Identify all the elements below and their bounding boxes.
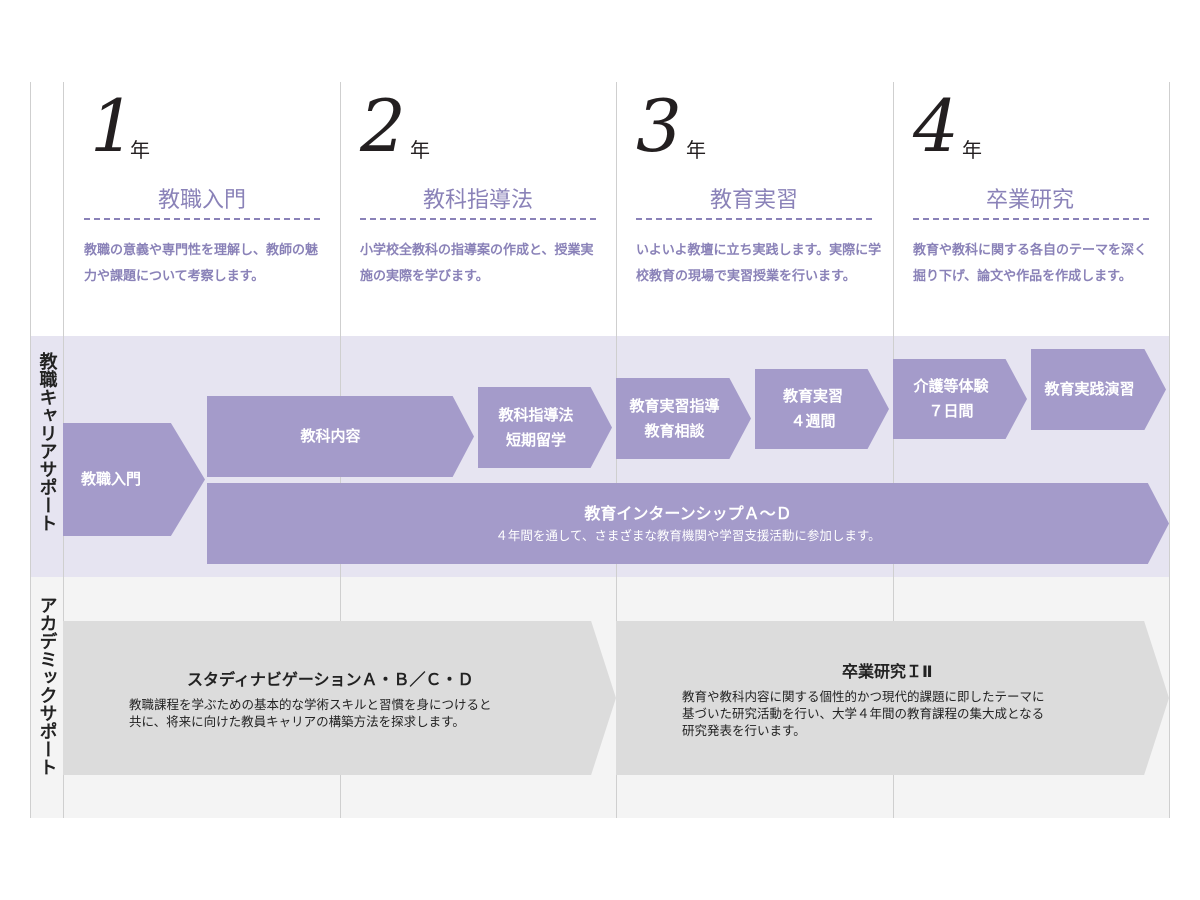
year-3-number: 3	[636, 84, 682, 168]
graduation-research-description: 教育や教科内容に関する個性的かつ現代的課題に即したテーマに 基づいた研究活動を行…	[682, 688, 1045, 738]
year-2-title: 教科指導法	[422, 188, 533, 213]
career-arrow-care-experience: 介護等体験 ７日間	[893, 359, 1027, 439]
year-2-description: 小学校全教科の指導案の作成と、授業実施の実際を学びます。	[360, 243, 594, 284]
year-4-title: 卒業研究	[985, 188, 1074, 213]
internship-arrow: 教育インターンシップＡ～Ｄ ４年間を通して、さまざまな教育機関や学習支援活動に参…	[207, 483, 1169, 564]
career-arrow-practicum-4weeks: 教育実習 ４週間	[755, 369, 889, 449]
grid-line	[893, 82, 894, 818]
year-2-rule	[360, 218, 596, 220]
year-2-suffix: 年	[410, 138, 430, 162]
career-arrow-label: 教職入門	[81, 470, 142, 488]
year-4-number: 4	[913, 84, 959, 168]
career-arrow-label: 教科指導法 短期留学	[498, 405, 574, 449]
career-arrow-label: 介護等体験 ７日間	[913, 377, 989, 420]
career-arrow-label: 教育実習指導 教育相談	[629, 396, 720, 440]
year-1-rule	[84, 218, 320, 220]
year-1-number: 1	[90, 84, 136, 168]
internship-title: 教育インターンシップＡ～Ｄ	[584, 503, 792, 523]
career-arrow-teaching-method: 教科指導法 短期留学	[478, 387, 612, 468]
graduation-research-title: 卒業研究ＩⅡ	[842, 661, 933, 681]
career-arrow-intro: 教職入門	[63, 423, 205, 536]
year-1-suffix: 年	[130, 138, 150, 162]
career-arrow-label: 教科内容	[300, 427, 361, 445]
career-arrow-subject-content: 教科内容	[207, 396, 474, 477]
year-1-title: 教職入門	[157, 188, 246, 213]
study-navigation-title: スタディナビゲーションＡ・Ｂ／Ｃ・Ｄ	[187, 670, 474, 689]
year-1-description: 教職の意義や専門性を理解し、教師の魅力や課題について考察します。	[84, 243, 319, 284]
grid-line	[30, 82, 31, 818]
year-3-description: いよいよ教壇に立ち実践します。実際に学校教育の現場で実習授業を行います。	[636, 243, 882, 284]
internship-description: ４年間を通して、さまざまな教育機関や学習支援活動に参加します。	[495, 527, 881, 543]
year-4-suffix: 年	[962, 138, 982, 162]
year-2-number: 2	[360, 84, 406, 168]
academic-arrow-graduation-research: 卒業研究ＩⅡ 教育や教科内容に関する個性的かつ現代的課題に即したテーマに 基づい…	[616, 621, 1169, 775]
career-arrow-label: 教育実践演習	[1044, 380, 1135, 398]
year-3-rule	[636, 218, 872, 220]
year-3-title: 教育実習	[709, 188, 798, 213]
career-support-label: 教職キャリアサポート	[36, 352, 58, 532]
career-arrow-label: 教育実習 ４週間	[782, 387, 843, 430]
academic-support-label: アカデミックサポート	[36, 596, 58, 776]
academic-arrow-study-navigation: スタディナビゲーションＡ・Ｂ／Ｃ・Ｄ 教職課程を学ぶための基本的な学術スキルと習…	[63, 621, 616, 775]
study-navigation-description: 教職課程を学ぶための基本的な学術スキルと習慣を身につけると 共に、将来に向けた教…	[129, 697, 492, 729]
grid-line	[1169, 82, 1170, 818]
career-arrow-practicum-guidance: 教育実習指導 教育相談	[616, 378, 751, 459]
year-3-suffix: 年	[686, 138, 706, 162]
year-4-rule	[913, 218, 1149, 220]
year-4-description: 教育や教科に関する各自のテーマを深く掘り下げ、論文や作品を作成します。	[913, 243, 1148, 284]
career-arrow-practice-seminar: 教育実践演習	[1031, 349, 1166, 430]
